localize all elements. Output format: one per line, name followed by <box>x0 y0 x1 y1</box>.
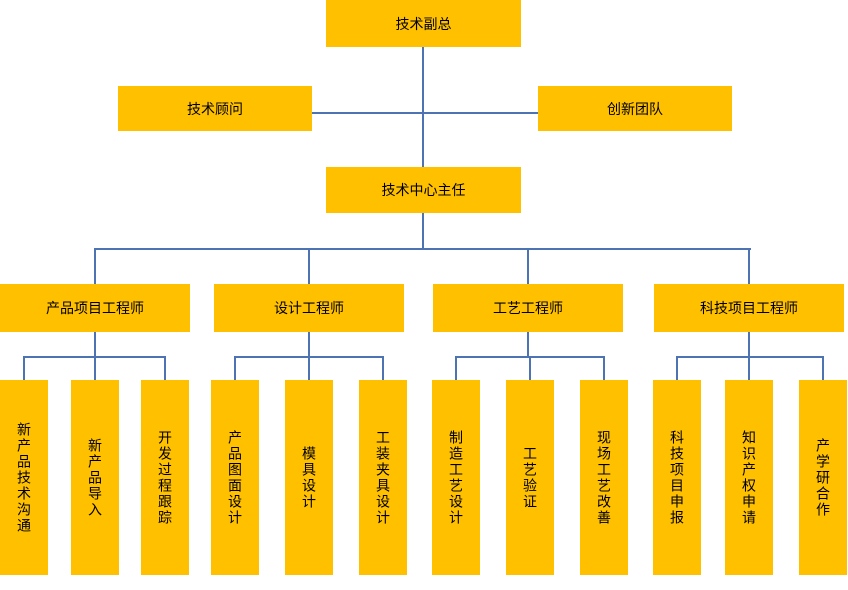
node-process-engineer: 工艺工程师 <box>433 284 623 332</box>
connector-departments-horizontal <box>94 248 751 250</box>
connector-g2-down <box>308 332 310 357</box>
node-duty-fixture-design: 工装夹具设计 <box>359 380 407 575</box>
connector-g3-drop3 <box>603 356 605 380</box>
duty-label: 现场工艺改善 <box>596 429 612 526</box>
node-duty-intellectual-property-application: 知识产权申请 <box>725 380 773 575</box>
connector-g4-horizontal <box>676 356 824 358</box>
node-product-project-engineer: 产品项目工程师 <box>0 284 190 332</box>
connector-dept4-stub <box>748 248 750 284</box>
node-duty-product-drawing-design: 产品图面设计 <box>211 380 259 575</box>
connector-dept3-stub <box>527 248 529 284</box>
duty-label: 新产品导入 <box>87 437 103 518</box>
connector-g2-drop1 <box>234 356 236 380</box>
node-duty-process-verification: 工艺验证 <box>506 380 554 575</box>
node-duty-manufacturing-process-design: 制造工艺设计 <box>432 380 480 575</box>
connector-g4-drop2 <box>748 356 750 380</box>
node-design-engineer: 设计工程师 <box>214 284 404 332</box>
duty-label: 工装夹具设计 <box>375 429 391 526</box>
connector-g4-drop3 <box>822 356 824 380</box>
connector-g3-drop2 <box>529 356 531 380</box>
node-tech-vice-president: 技术副总 <box>326 0 521 47</box>
node-tech-advisor: 技术顾问 <box>118 86 312 131</box>
connector-g3-drop1 <box>455 356 457 380</box>
connector-g3-down <box>527 332 529 357</box>
connector-root-to-director <box>422 47 424 167</box>
duty-label: 知识产权申请 <box>741 429 757 526</box>
duty-label: 产学研合作 <box>815 437 831 518</box>
duty-label: 产品图面设计 <box>227 429 243 526</box>
connector-g2-drop2 <box>308 356 310 380</box>
node-duty-industry-university-research-cooperation: 产学研合作 <box>799 380 847 575</box>
duty-label: 制造工艺设计 <box>448 429 464 526</box>
connector-dept1-stub <box>94 248 96 284</box>
duty-label: 开发过程跟踪 <box>157 429 173 526</box>
connector-advisors-horizontal <box>312 112 538 114</box>
node-duty-new-product-tech-communication: 新产品技术沟通 <box>0 380 48 575</box>
node-duty-mold-design: 模具设计 <box>285 380 333 575</box>
node-science-project-engineer: 科技项目工程师 <box>654 284 844 332</box>
connector-g1-down <box>94 332 96 357</box>
connector-g1-drop1 <box>23 356 25 380</box>
connector-dept2-stub <box>308 248 310 284</box>
connector-g1-drop2 <box>94 356 96 380</box>
duty-label: 科技项目申报 <box>669 429 685 526</box>
node-duty-science-project-application: 科技项目申报 <box>653 380 701 575</box>
node-duty-development-process-tracking: 开发过程跟踪 <box>141 380 189 575</box>
node-tech-center-director: 技术中心主任 <box>326 167 521 213</box>
duty-label: 模具设计 <box>301 445 317 510</box>
connector-director-down <box>422 213 424 250</box>
node-duty-new-product-introduction: 新产品导入 <box>71 380 119 575</box>
node-duty-onsite-process-improvement: 现场工艺改善 <box>580 380 628 575</box>
duty-label: 新产品技术沟通 <box>16 421 32 534</box>
connector-g1-drop3 <box>164 356 166 380</box>
node-innovation-team: 创新团队 <box>538 86 732 131</box>
duty-label: 工艺验证 <box>522 445 538 510</box>
connector-g4-down <box>748 332 750 357</box>
connector-g4-drop1 <box>676 356 678 380</box>
connector-g2-drop3 <box>382 356 384 380</box>
